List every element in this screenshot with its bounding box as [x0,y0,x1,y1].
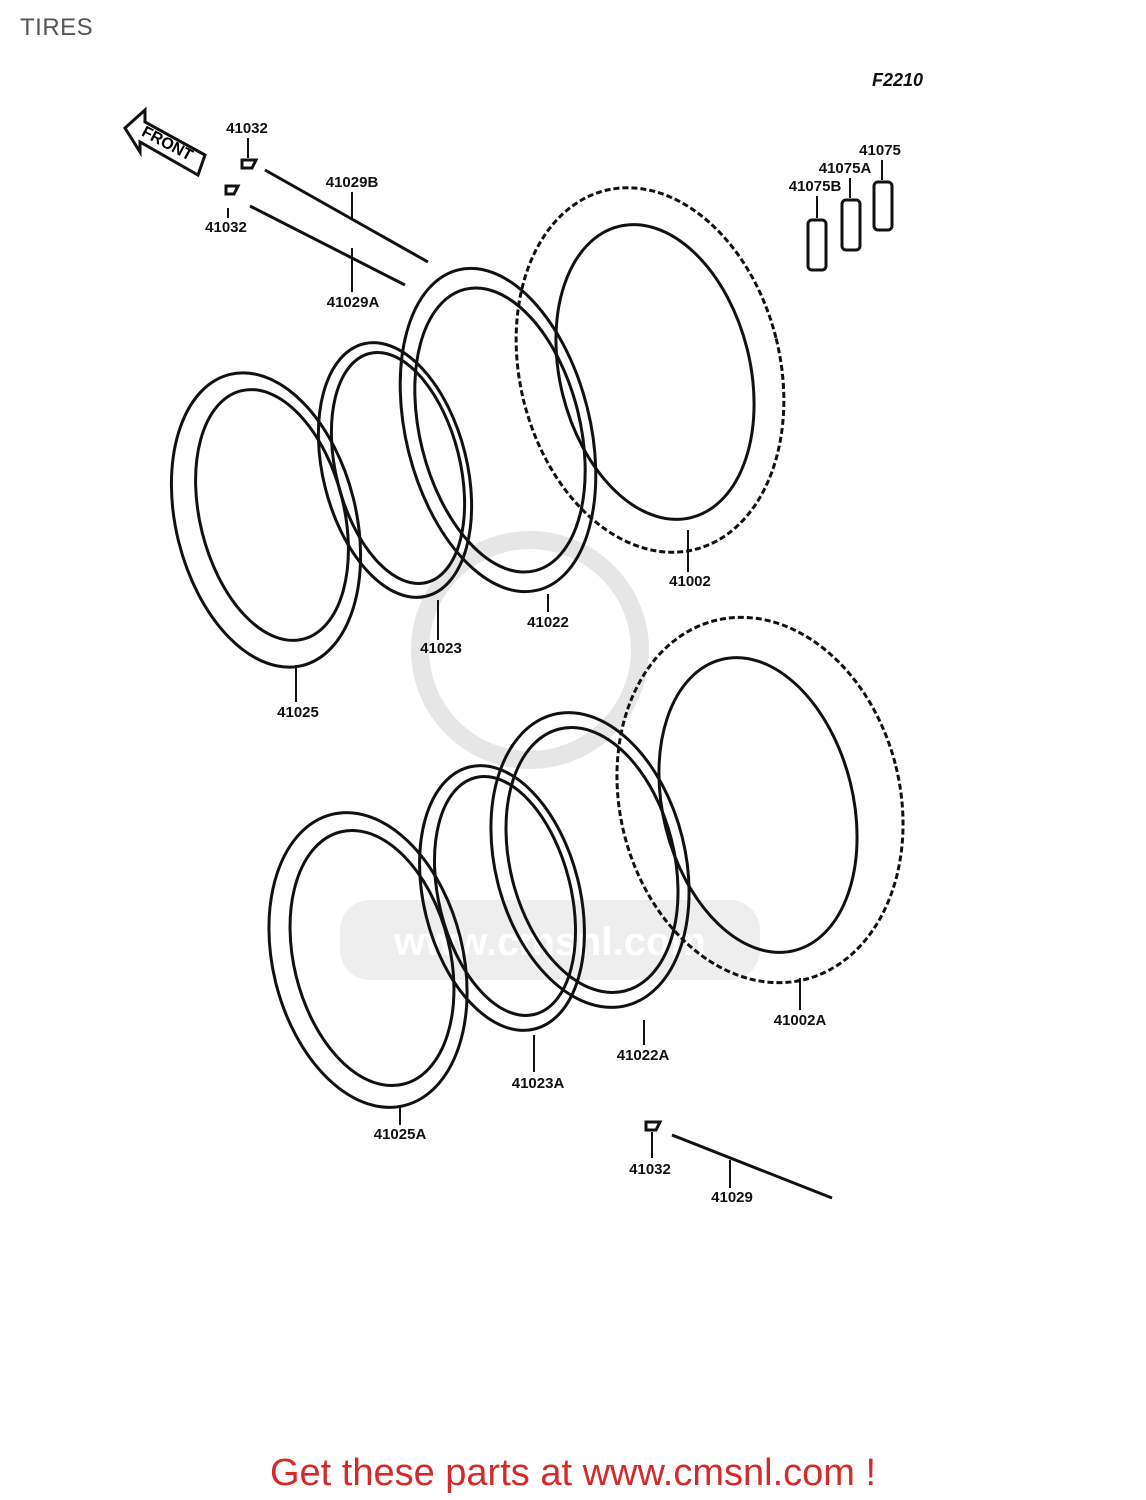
spoke-41029B [264,168,429,264]
spoke-41029 [671,1133,833,1200]
footer-promo-link[interactable]: Get these parts at www.cmsnl.com ! [269,1452,877,1494]
rim-band-41023 [316,341,474,599]
valve-cap-41075B [806,218,828,272]
part-label-41022: 41022 [527,614,569,631]
part-label-41032-bot: 41032 [629,1161,671,1178]
part-label-41029B: 41029B [325,174,379,191]
cms-watermark [340,531,760,980]
valve-cap-41075A [840,198,862,252]
part-label-41075B: 41075B [788,178,842,195]
valve-cap-41075 [872,180,894,232]
part-label-41075A: 41075A [818,160,872,177]
tire-41002 [514,186,786,554]
figure-code: F2210 [872,70,924,90]
front-arrow-icon [123,106,207,178]
tube-41022A [489,711,691,1009]
part-label-41025A: 41025A [373,1126,427,1143]
part-label-41002: 41002 [669,573,711,590]
exploded-parts-diagram: www.cmsnl.com FRONT [123,106,905,1200]
rim-41025A [267,811,469,1109]
part-label-41023: 41023 [420,640,462,657]
tube-41022 [398,266,598,594]
part-label-41002A: 41002A [773,1012,827,1029]
part-label-41032-mid: 41032 [205,219,247,236]
part-label-41075: 41075 [859,142,901,159]
part-label-41023A: 41023A [511,1075,565,1092]
part-label-41022A: 41022A [616,1047,670,1064]
spoke-nipple-41032-mid [224,184,241,196]
spoke-nipple-41032-top [240,158,259,170]
rim-41025 [169,371,363,669]
tire-41002A [615,615,905,985]
part-label-41029: 41029 [711,1189,753,1206]
part-label-41029A: 41029A [326,294,380,311]
part-label-41032-top: 41032 [226,120,268,137]
spoke-41029A [249,204,406,287]
spoke-nipple-41032-bot [644,1120,663,1132]
part-label-41025: 41025 [277,704,319,721]
page-title: TIRES [20,14,94,41]
rim-band-41023A [418,764,586,1032]
